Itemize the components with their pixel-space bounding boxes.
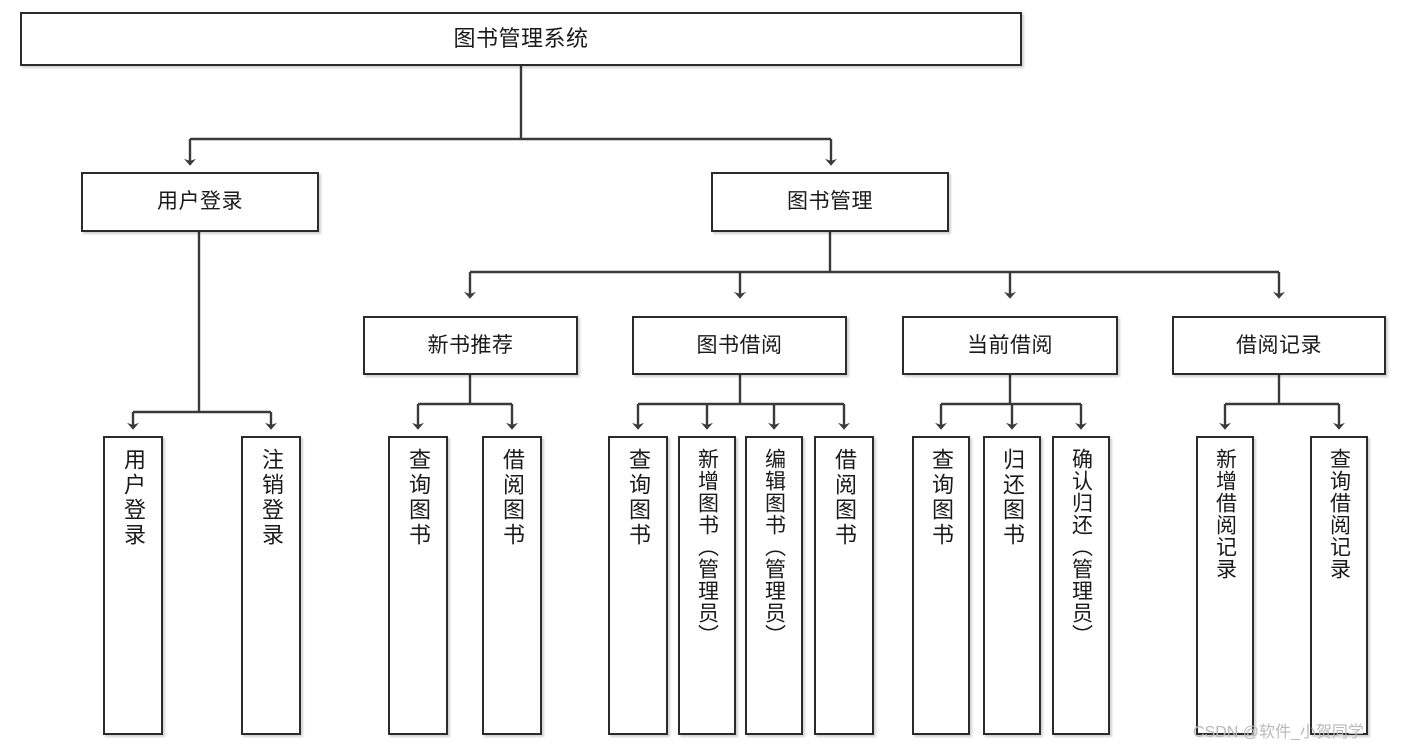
node-label: 图书借阅 (696, 333, 783, 357)
node-leaf-user-login[interactable]: 用户登录 (103, 436, 163, 735)
node-new-book-recommend[interactable]: 新书推荐 (363, 316, 578, 375)
node-user-login[interactable]: 用户登录 (81, 172, 319, 232)
node-label: 新增图书（管理员） (695, 448, 719, 646)
node-label: 查询借阅记录 (1327, 448, 1351, 580)
node-leaf-borrow-book-recommend[interactable]: 借阅图书 (482, 436, 542, 735)
node-borrow-record[interactable]: 借阅记录 (1172, 316, 1386, 375)
node-label: 图书管理 (787, 190, 873, 214)
node-label: 新书推荐 (427, 333, 514, 357)
node-leaf-confirm-return-admin[interactable]: 确认归还（管理员） (1052, 436, 1110, 735)
node-leaf-query-borrow-record[interactable]: 查询借阅记录 (1310, 436, 1368, 735)
node-leaf-query-book-recommend[interactable]: 查询图书 (388, 436, 448, 735)
node-label: 查询图书 (406, 448, 431, 548)
node-label: 注销登录 (259, 448, 284, 548)
node-label: 查询图书 (626, 448, 651, 548)
node-label: 新增借阅记录 (1213, 448, 1237, 580)
node-leaf-query-book-current[interactable]: 查询图书 (912, 436, 970, 735)
csdn-watermark: CSDN @软件_小贺同学 (1193, 724, 1364, 741)
node-leaf-query-book-borrow[interactable]: 查询图书 (608, 436, 668, 735)
node-label: 借阅图书 (500, 448, 525, 548)
node-label: 编辑图书（管理员） (762, 448, 786, 646)
node-book-management[interactable]: 图书管理 (711, 172, 949, 232)
node-label: 用户登录 (157, 190, 243, 214)
node-leaf-return-book[interactable]: 归还图书 (983, 436, 1041, 735)
node-label: 图书管理系统 (453, 25, 589, 51)
node-label: 确认归还（管理员） (1069, 448, 1093, 646)
node-label: 用户登录 (121, 448, 146, 548)
node-leaf-add-borrow-record[interactable]: 新增借阅记录 (1196, 436, 1254, 735)
node-label: 查询图书 (929, 448, 954, 548)
node-book-borrow[interactable]: 图书借阅 (632, 316, 847, 375)
node-current-borrow[interactable]: 当前借阅 (902, 316, 1118, 375)
node-leaf-borrow-book[interactable]: 借阅图书 (814, 436, 874, 735)
node-leaf-logout-login[interactable]: 注销登录 (241, 436, 301, 735)
node-label: 当前借阅 (967, 333, 1053, 357)
node-root-book-management-system[interactable]: 图书管理系统 (20, 12, 1022, 66)
node-leaf-add-book-admin[interactable]: 新增图书（管理员） (678, 436, 736, 735)
node-leaf-edit-book-admin[interactable]: 编辑图书（管理员） (745, 436, 803, 735)
node-label: 归还图书 (1000, 448, 1025, 548)
node-label: 借阅图书 (832, 448, 857, 548)
node-label: 借阅记录 (1236, 333, 1322, 357)
